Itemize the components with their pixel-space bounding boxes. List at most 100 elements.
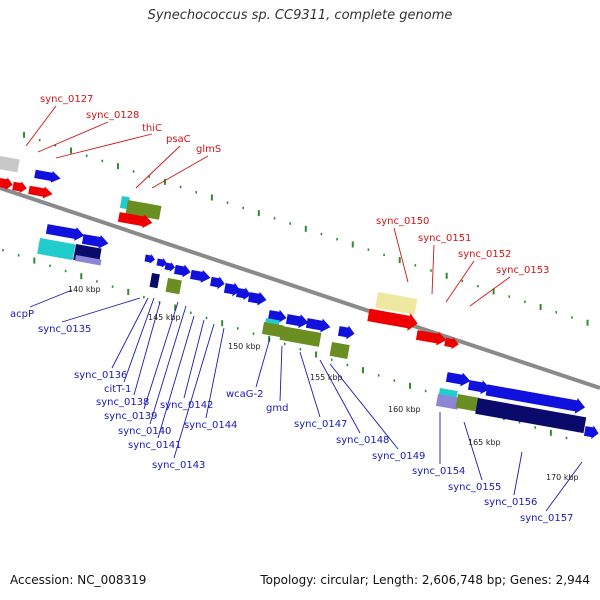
- gene-top-label: sync_0153: [496, 265, 549, 276]
- gene-bottom-label: sync_0141: [128, 440, 181, 451]
- gene-bottom-leader: [123, 297, 155, 383]
- label-leader-layer: [25, 105, 583, 512]
- gene-bottom-label: sync_0144: [184, 420, 237, 431]
- gene-bottom-label: sync_0157: [520, 513, 573, 524]
- feature-blue-15: [305, 318, 331, 333]
- gene-top-leader: [445, 260, 475, 303]
- feature-olive-4: [279, 326, 322, 347]
- feature-blue-1: [34, 169, 61, 183]
- gene-bottom-label: sync_0136: [74, 370, 127, 381]
- gene-top-leader: [135, 145, 181, 189]
- gene-bottom-label: sync_0147: [294, 419, 347, 430]
- feature-red-3: [28, 185, 53, 199]
- feature-red-2: [12, 181, 27, 194]
- gene-bottom-label: sync_0154: [412, 466, 465, 477]
- gene-bottom-leader: [157, 315, 195, 439]
- feature-lavender-2: [435, 394, 460, 410]
- feature-blue-6: [164, 261, 175, 272]
- gene-bottom-label: sync_0155: [448, 482, 501, 493]
- gene-label-layer: sync_0127sync_0128thiCpsaCglmSsync_0150s…: [10, 94, 573, 524]
- gene-bottom-label: sync_0140: [118, 426, 171, 437]
- gene-bottom-label: sync_0156: [484, 497, 537, 508]
- feature-red-4: [117, 212, 153, 229]
- feature-gray-1: [0, 156, 20, 173]
- gene-bottom-leader: [133, 301, 161, 396]
- gene-bottom-label: sync_0138: [96, 397, 149, 408]
- feature-cyan-2: [37, 238, 76, 261]
- feature-blue-11: [236, 287, 251, 301]
- tick-track-outer: [23, 131, 589, 326]
- feature-blue-14: [285, 314, 309, 329]
- gene-top-leader: [151, 155, 209, 189]
- genome-summary-text: Topology: circular; Length: 2,606,748 bp…: [260, 573, 590, 587]
- feature-blue-12: [247, 291, 267, 306]
- gene-bottom-label: sync_0139: [104, 411, 157, 422]
- feature-red-7: [444, 337, 459, 350]
- kbp-scale-label: 170 kbp: [546, 473, 579, 482]
- gene-top-leader: [431, 244, 435, 295]
- feature-olive-2: [165, 278, 182, 295]
- kbp-scale-label: 140 kbp: [68, 285, 101, 294]
- gene-bottom-leader: [61, 297, 141, 323]
- feature-blue-4: [144, 253, 155, 264]
- feature-navy-2: [149, 273, 160, 289]
- feature-olive-6: [455, 394, 480, 412]
- gene-top-label: sync_0127: [40, 94, 93, 105]
- gene-bottom-label: sync_0142: [160, 400, 213, 411]
- gene-bottom-leader: [279, 345, 283, 402]
- genome-title: Synechococcus sp. CC9311, complete genom…: [147, 8, 453, 23]
- tick-track-layer: [0, 131, 600, 440]
- gene-top-label: sync_0128: [86, 110, 139, 121]
- accession-text: Accession: NC_008319: [10, 573, 147, 587]
- feature-khaki-1: [375, 292, 418, 315]
- gene-bottom-leader: [329, 363, 399, 450]
- feature-blue-9: [210, 276, 225, 290]
- gene-top-label: thiC: [142, 123, 162, 134]
- feature-blue-19: [485, 384, 586, 414]
- gene-bottom-label: wcaG-2: [226, 389, 264, 400]
- gene-top-leader: [393, 227, 409, 283]
- kbp-scale-label: 160 kbp: [388, 405, 421, 414]
- feature-blue-20: [583, 425, 599, 440]
- gene-top-leader: [37, 121, 109, 153]
- gene-top-label: psaC: [166, 134, 191, 145]
- gene-bottom-leader: [299, 351, 321, 418]
- gene-bottom-label: sync_0135: [38, 324, 91, 335]
- gene-bottom-label: gmd: [266, 403, 288, 414]
- feature-blue-3: [81, 234, 109, 249]
- kbp-scale-label: 150 kbp: [228, 342, 261, 351]
- gene-feature-layer: [0, 156, 599, 440]
- gene-top-label: sync_0151: [418, 233, 471, 244]
- feature-blue-18: [467, 380, 491, 395]
- feature-lavender-1: [74, 255, 102, 266]
- feature-olive-5: [329, 342, 350, 359]
- feature-blue-2: [45, 224, 85, 241]
- gene-bottom-leader: [255, 337, 271, 388]
- gene-bottom-leader: [463, 421, 483, 481]
- backbone-line: [0, 186, 600, 390]
- feature-red-5: [367, 308, 418, 331]
- gene-bottom-label: citT-1: [104, 384, 131, 395]
- kbp-scale-label: 145 kbp: [148, 313, 181, 322]
- feature-navy-3: [475, 398, 587, 434]
- gene-bottom-leader: [319, 359, 361, 434]
- feature-blue-5: [156, 257, 167, 268]
- gene-bottom-leader: [111, 297, 149, 369]
- gene-bottom-leader: [513, 451, 523, 496]
- gene-top-label: sync_0152: [458, 249, 511, 260]
- gene-bottom-leader: [29, 289, 73, 308]
- gene-bottom-leader: [183, 319, 205, 399]
- gene-top-leader: [25, 105, 57, 147]
- gene-bottom-leader: [205, 327, 225, 419]
- gene-top-label: sync_0150: [376, 216, 429, 227]
- gene-bottom-label: sync_0143: [152, 460, 205, 471]
- feature-blue-10: [223, 282, 241, 297]
- feature-blue-16: [337, 325, 355, 340]
- gene-bottom-leader: [143, 301, 179, 410]
- gene-bottom-leader: [173, 323, 215, 459]
- gene-top-leader: [469, 276, 511, 307]
- feature-blue-8: [190, 269, 211, 283]
- feature-red-6: [415, 330, 447, 346]
